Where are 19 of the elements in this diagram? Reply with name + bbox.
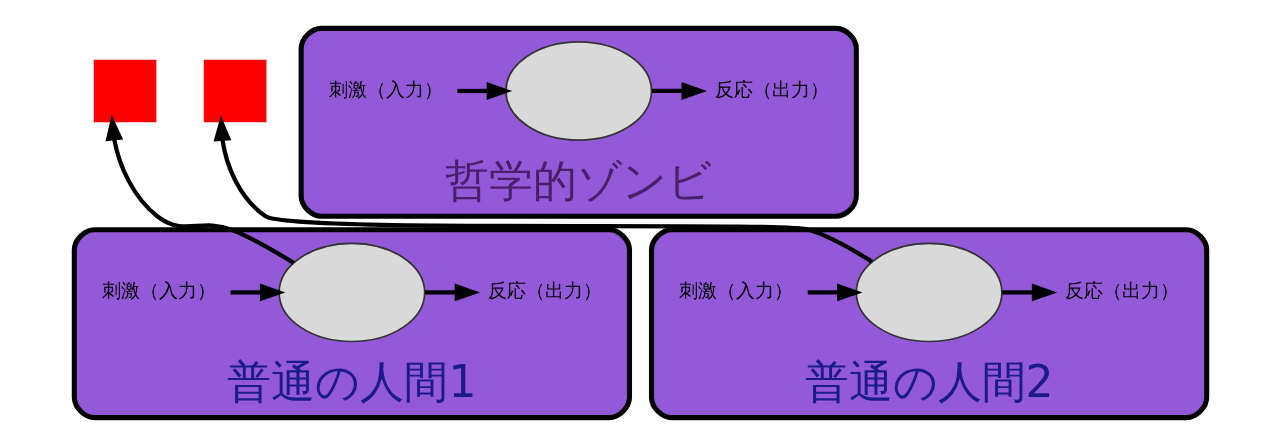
node-box [93,59,156,123]
arrow [104,115,295,265]
arrow [424,283,480,302]
node-text: 刺激（入力） [678,280,793,302]
node-circle [504,41,652,141]
node-text: 反応（出力） [1064,280,1179,302]
node-text: 反応（出力） [487,280,602,302]
arrow [456,82,512,100]
arrow [807,283,862,302]
node-text: 刺激（入力） [328,78,443,100]
arrow [651,82,707,100]
node-text: 刺激（入力） [101,280,216,302]
node-box [203,59,266,123]
node-circle [854,242,1003,343]
node-text: 反応（出力） [714,78,829,100]
arrow [1001,283,1057,302]
node-circle [277,242,426,343]
arrow [213,115,873,264]
arrow [230,283,285,302]
